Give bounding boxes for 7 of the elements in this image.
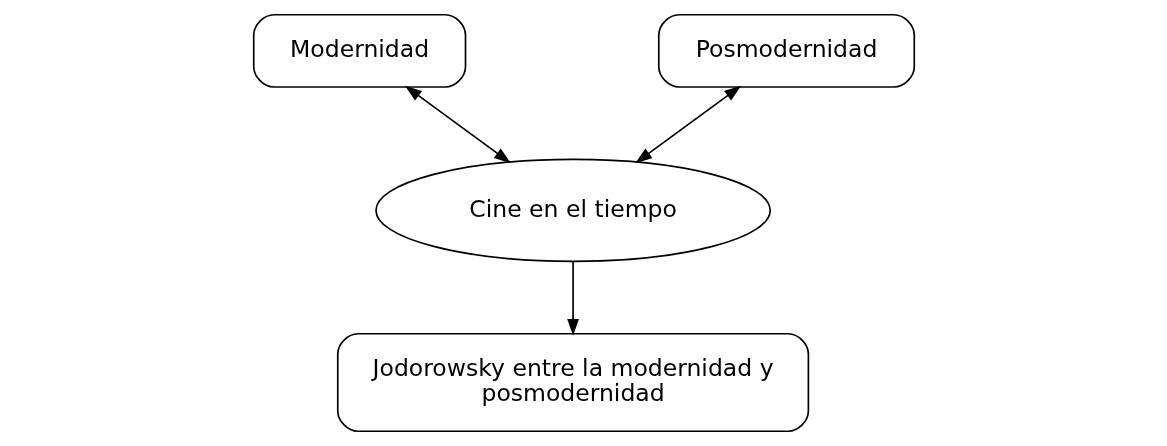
node-box: Jodorowsky entre la modernidad y posmodernidad xyxy=(336,332,809,433)
arrow xyxy=(404,85,511,164)
arrow xyxy=(566,260,579,336)
node-box: Modernidad xyxy=(252,13,466,88)
node-box: Posmodernidad xyxy=(657,13,915,88)
arrow xyxy=(634,85,741,164)
node-ellipse: Cine en el tiempo xyxy=(374,158,771,263)
